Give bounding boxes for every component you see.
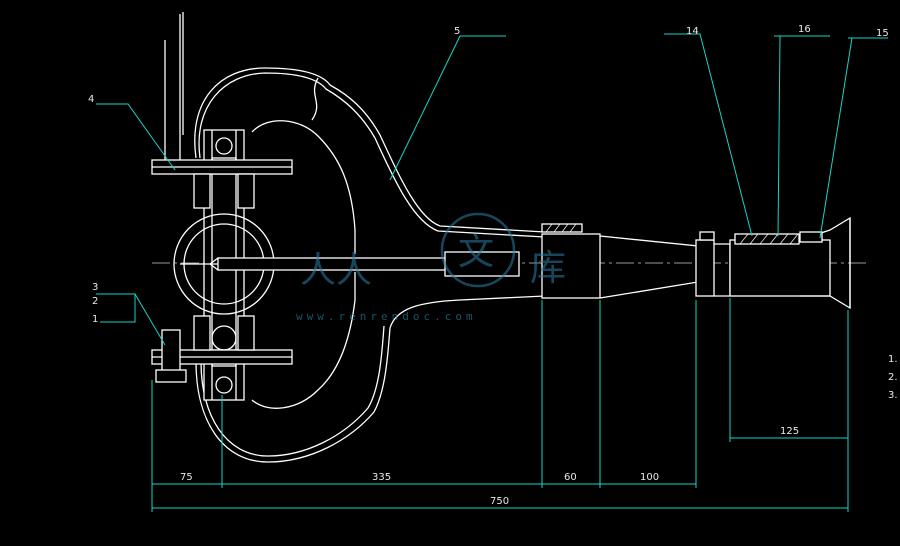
svg-text:文: 文 [458, 232, 494, 273]
part-label-2: 2 [92, 296, 98, 307]
dim-75: 75 [180, 472, 193, 483]
part-label-1: 1 [92, 314, 98, 325]
dim-125: 125 [780, 426, 799, 437]
dim-60: 60 [564, 472, 577, 483]
part-label-3: 3 [92, 282, 98, 293]
part-label-5: 5 [454, 26, 460, 37]
part-label-15: 15 [876, 28, 889, 39]
note-2: 2. [888, 372, 898, 383]
leader-lines [96, 33, 888, 346]
svg-text:www.renrendoc.com: www.renrendoc.com [296, 310, 477, 323]
dim-100: 100 [640, 472, 659, 483]
dimension-lines [151, 298, 849, 512]
note-1: 1. [888, 354, 898, 365]
c-frame-casing [194, 67, 546, 463]
support-rods [164, 12, 184, 165]
svg-text:库: 库 [530, 248, 566, 289]
dim-750: 750 [490, 496, 509, 507]
part-label-4: 4 [88, 94, 94, 105]
nozzle-body [541, 216, 851, 310]
watermark: 人人 文 库 www.renrendoc.com [296, 212, 566, 323]
seal-rings [541, 223, 823, 245]
dim-335: 335 [372, 472, 391, 483]
part-label-14: 14 [686, 26, 699, 37]
svg-text:人人: 人人 [300, 250, 372, 291]
bottom-bolt-plate [151, 315, 293, 383]
top-bolt-plate [151, 159, 293, 209]
note-3: 3. [888, 390, 898, 401]
part-label-16: 16 [798, 24, 811, 35]
